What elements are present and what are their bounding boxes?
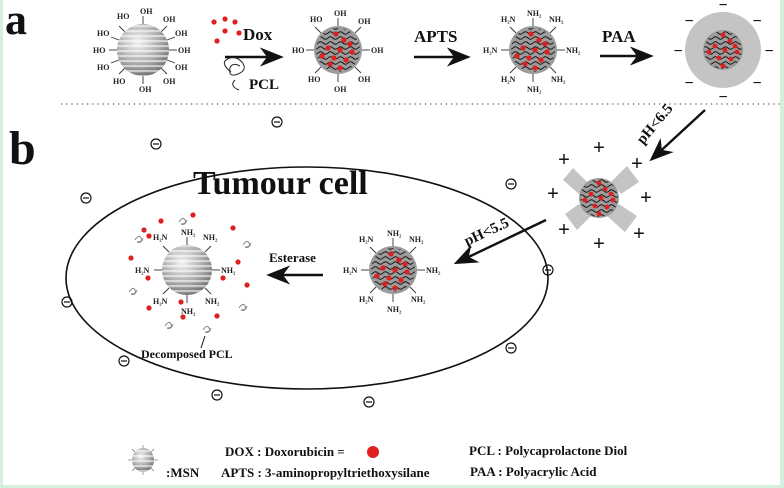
- nh2-label: NH₂: [426, 266, 441, 275]
- oh-label: OH: [178, 46, 191, 55]
- nh2-label: NH₂: [203, 233, 218, 242]
- negative-charge: −: [718, 0, 727, 14]
- h2n-label: H₂N: [359, 235, 374, 244]
- nh2-label: NH₂: [409, 235, 424, 244]
- panel-label-a: a: [5, 0, 27, 44]
- dox-label: Dox: [243, 25, 273, 44]
- oh-label: OH: [163, 77, 176, 86]
- nh2-label: NH₂: [527, 9, 542, 18]
- nh2-label: NH₂: [549, 15, 564, 24]
- tumour-cell-membrane: [65, 166, 549, 390]
- negative-charge: −: [673, 43, 682, 60]
- ho-label: HO: [113, 77, 125, 86]
- ho-label: HO: [97, 29, 109, 38]
- arrow-ph55: [453, 218, 547, 265]
- ho-label: HO: [97, 63, 109, 72]
- oh-label: OH: [371, 46, 384, 55]
- amine-msn: NH₂ H₂N NH₂ H₂N NH₂ H₂N NH₂ NH₂: [483, 9, 581, 94]
- h2n-label: H₂N: [501, 15, 516, 24]
- nh2-label: NH₂: [387, 229, 402, 238]
- legend-paa: PAA : Polyacrylic Acid: [470, 464, 597, 479]
- oh-label: OH: [358, 75, 371, 84]
- ho-label: HO: [308, 75, 320, 84]
- pcl-polymer-icon: [223, 56, 245, 91]
- negative-charge: −: [684, 75, 693, 92]
- released-dox: [128, 212, 250, 320]
- legend-dox-dot: [367, 446, 379, 458]
- oh-label: OH: [140, 7, 153, 16]
- oh-label: OH: [334, 85, 347, 94]
- legend-msn-icon: [128, 445, 158, 475]
- nh2-label: NH₂: [411, 295, 426, 304]
- h2n-label: H₂N: [483, 46, 498, 55]
- positive-charge: +: [640, 187, 652, 209]
- h2n-label: H₂N: [135, 266, 150, 275]
- legend-apts: APTS : 3-aminopropyltriethoxysilane: [221, 465, 430, 480]
- nh2-label: NH₂: [181, 307, 196, 316]
- nh2-label: NH₂: [221, 266, 236, 275]
- nh2-label: NH₂: [387, 305, 402, 314]
- oh-label: OH: [139, 85, 152, 94]
- ho-label: HO: [310, 15, 322, 24]
- ho-label: HO: [117, 12, 129, 21]
- legend-pcl: PCL : Polycaprolactone Diol: [469, 443, 628, 458]
- oh-label: OH: [334, 9, 347, 18]
- legend: :MSN DOX : Doxorubicin = APTS : 3-aminop…: [128, 443, 628, 480]
- internalized-particle: NH₂ H₂N NH₂ H₂N NH₂ H₂N NH₂ NH₂: [343, 229, 441, 314]
- negative-charge: −: [718, 89, 727, 106]
- esterase-label: Esterase: [269, 250, 316, 265]
- panel-label-b: b: [9, 122, 36, 175]
- nh2-label: NH₂: [551, 75, 566, 84]
- negative-charge: −: [764, 43, 773, 60]
- positive-charge: +: [593, 137, 605, 159]
- nh2-label: NH₂: [527, 85, 542, 94]
- charge-reversed-particle: + + + + + + + +: [547, 137, 652, 255]
- h2n-label: H₂N: [153, 233, 168, 242]
- schematic-diagram: a b OH HO OH HO OH HO OH HO OH HO OH OH …: [5, 0, 780, 480]
- figure-canvas: a b OH HO OH HO OH HO OH HO OH HO OH OH …: [3, 0, 780, 485]
- cell-title: Tumour cell: [193, 165, 368, 202]
- ph55-label: pH<5.5: [462, 215, 512, 249]
- pcl-label: PCL: [249, 77, 279, 93]
- ho-label: HO: [93, 46, 105, 55]
- membrane-charges: [61, 116, 554, 408]
- h2n-label: H₂N: [153, 297, 168, 306]
- negative-charge: −: [684, 13, 693, 30]
- nh2-label: NH₂: [566, 46, 581, 55]
- h2n-label: H₂N: [501, 75, 516, 84]
- negative-charge: −: [752, 13, 761, 30]
- positive-charge: +: [558, 219, 570, 241]
- decomposed-pcl-label: Decomposed PCL: [141, 347, 233, 361]
- h2n-label: H₂N: [343, 266, 358, 275]
- legend-dox: DOX : Doxorubicin =: [225, 444, 345, 459]
- h2n-label: H₂N: [359, 295, 374, 304]
- positive-charge: +: [593, 233, 605, 255]
- loaded-msn-oh: OH HO OH HO OH HO OH OH: [292, 9, 384, 94]
- nh2-label: NH₂: [181, 228, 196, 237]
- oh-label: OH: [358, 17, 371, 26]
- apts-label: APTS: [414, 27, 457, 46]
- released-msn: NH₂ H₂N NH₂ H₂N NH₂ H₂N NH₂ NH₂: [135, 228, 236, 316]
- positive-charge: +: [631, 153, 643, 175]
- negative-charge: −: [752, 75, 761, 92]
- arrow-ph65: [649, 109, 706, 162]
- oh-label: OH: [175, 29, 188, 38]
- dox-molecules: [211, 16, 242, 44]
- msn-particle-oh: OH HO OH HO OH HO OH HO OH HO OH OH: [93, 7, 191, 94]
- oh-label: OH: [175, 63, 188, 72]
- ph65-label: pH<6.5: [634, 101, 677, 148]
- decomposed-pcl-fragments: [128, 217, 252, 333]
- pcl-pointer: [200, 335, 206, 349]
- paa-label: PAA: [602, 27, 636, 46]
- positive-charge: +: [633, 223, 645, 245]
- oh-label: OH: [163, 15, 176, 24]
- nh2-label: NH₂: [205, 297, 220, 306]
- ho-label: HO: [292, 46, 304, 55]
- positive-charge: +: [547, 183, 559, 205]
- paa-coated-particle: − − − − − − − −: [673, 0, 773, 106]
- legend-msn: :MSN: [166, 465, 200, 480]
- positive-charge: +: [558, 149, 570, 171]
